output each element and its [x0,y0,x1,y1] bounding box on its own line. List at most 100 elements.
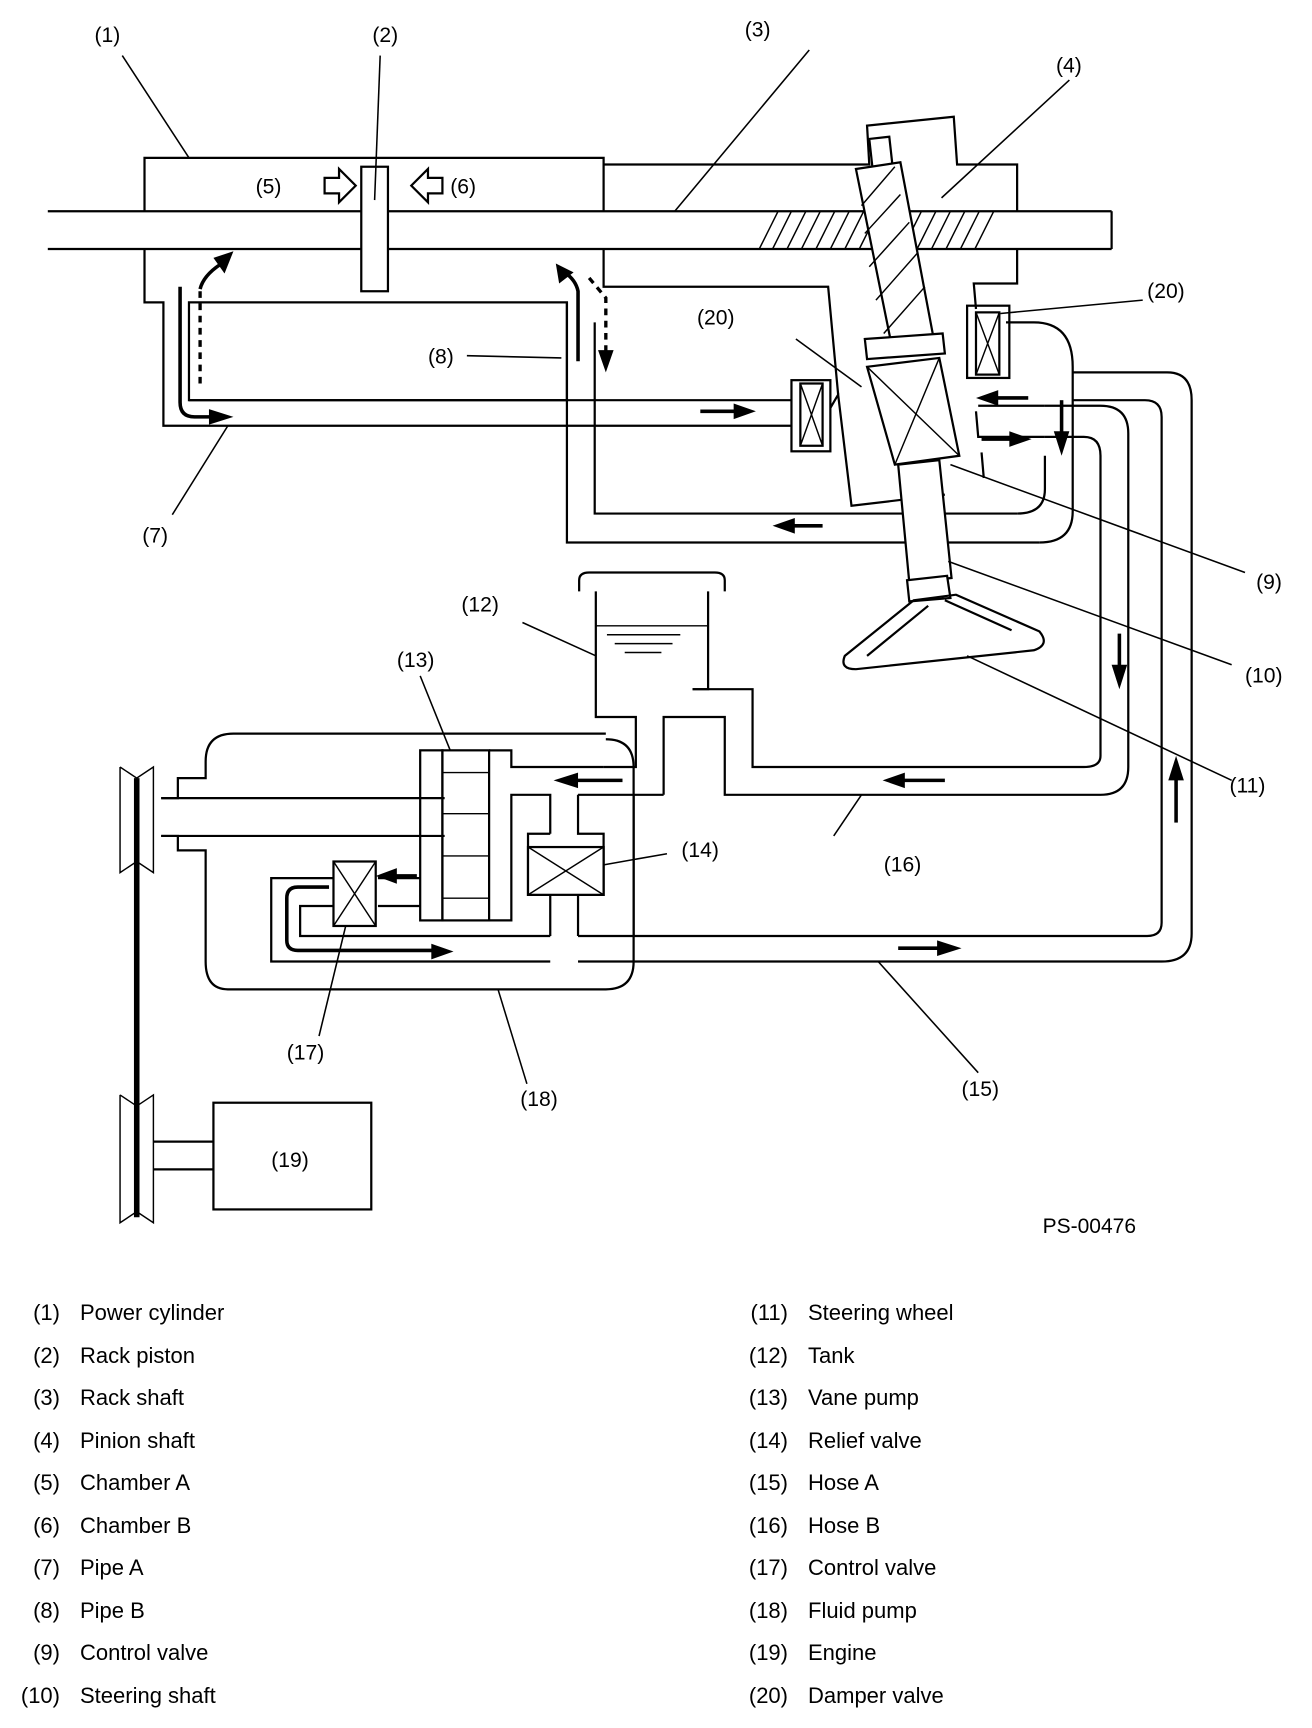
legend-item: (7)Pipe A [0,1555,560,1585]
leader-lines [121,49,1246,1085]
legend-number: (4) [33,1427,60,1453]
legend-number: (7) [33,1555,60,1580]
arrow-down-icon [1053,431,1070,456]
relief-valve [526,793,664,936]
legend-label: Rack shaft [80,1385,184,1410]
arrow-left-icon [882,772,905,789]
callout-19: (19) [271,1149,309,1172]
engine [153,1101,373,1211]
legend-item: (5) Chamber A [0,1470,560,1500]
callout-4: (4) [1056,54,1082,77]
legend-item: (19)Engine [728,1640,1288,1670]
callout-6: (6) [450,175,476,198]
legend-number: (8) [33,1597,60,1623]
callout-10: (10) [1245,665,1283,688]
legend-item: (8) Pipe B [0,1598,560,1628]
pipe-b [565,302,1074,544]
callout-2: (2) [372,24,398,47]
damper-valve-right [965,304,1011,380]
legend-item: (3) Rack shaft [0,1385,560,1415]
callout-15: (15) [962,1078,1000,1101]
damper-valve-left [790,379,832,453]
legend-item: (17)Control valve [728,1555,1288,1585]
legend-number: (20) [748,1682,788,1708]
legend-item: (15) Hose A [728,1470,1288,1500]
legend-number: (17) [748,1555,788,1580]
arrow-down-icon [1111,664,1128,690]
legend-label: Fluid pump [808,1597,917,1623]
arrow-up-left-icon [555,263,574,284]
callout-7: (7) [142,524,168,547]
callout-8: (8) [428,345,454,368]
legend-item: (1) Power cylinder [0,1300,560,1330]
legend-number: (18) [748,1597,788,1623]
legend-label: Tank [808,1342,855,1368]
control-valve-17 [270,860,551,963]
legend-number: (11) [750,1300,789,1325]
rack-housing [603,115,1019,310]
callout-16: (16) [884,854,922,877]
legend-label: Hose A [808,1470,879,1495]
arrow-left-icon [553,772,579,789]
pinion-shaft [854,135,947,361]
chamber-b-arrow-icon [409,166,444,205]
legend-label: Relief valve [808,1427,922,1453]
figure-id: PS-00476 [1042,1215,1136,1238]
legend-label: Steering shaft [80,1682,216,1708]
legend-item: (14) Relief valve [728,1428,1288,1458]
arrow-right-icon [937,940,962,956]
flow-arrows [178,251,1184,960]
hose-a [578,371,1193,963]
pinion-hatching [860,166,926,334]
legend-number: (3) [33,1385,60,1410]
legend-label: Control valve [80,1640,209,1665]
arrow-left-icon [772,518,795,534]
control-valve-9 [865,356,961,466]
legend-number: (2) [33,1342,60,1368]
arrow-up-icon [213,251,234,274]
steering-shaft [896,458,953,584]
callout-9: (9) [1256,571,1282,594]
legend-item: (12)Tank [728,1343,1288,1373]
callout-12: (12) [461,593,499,616]
legend-label: Damper valve [808,1682,944,1708]
legend-label: Pipe B [80,1597,145,1623]
drive-belt [119,765,155,1225]
steering-shaft-collar [905,574,952,603]
callout-13: (13) [397,649,435,672]
callout-14: (14) [681,839,719,862]
legend-number: (10) [20,1682,60,1708]
legend-item: (11) Steering wheel [728,1300,1288,1330]
legend-item: (18) Fluid pump [728,1598,1288,1628]
legend-number: (6) [33,1512,60,1538]
arrow-left-icon [375,868,397,884]
fluid-pump [161,732,635,991]
callout-3: (3) [745,19,771,42]
legend-label: Power cylinder [80,1300,225,1325]
legend-number: (14) [748,1427,788,1453]
callout-18: (18) [520,1088,558,1111]
arrow-right-icon [1009,431,1032,447]
pipe-a [188,399,792,427]
callout-17: (17) [287,1041,325,1064]
legend-item: (20) Damper valve [728,1683,1288,1713]
legend-label: Steering wheel [808,1300,954,1325]
legend-number: (9) [33,1640,60,1665]
legend-label: Pinion shaft [80,1427,195,1453]
legend-number: (15) [748,1470,788,1495]
arrow-right-icon [208,409,234,425]
callout-11: (11) [1229,775,1265,798]
legend-label: Rack piston [80,1342,195,1368]
callout-5: (5) [256,175,282,198]
power-steering-hydraulic-diagram: (1) (2) (3) (4) (5) (6) (8) (7) (20) (20… [47,19,1283,1225]
legend-item: (6)Chamber B [0,1513,560,1543]
arrow-right-icon [733,403,756,420]
legend-number: (16) [748,1512,788,1538]
legend-label: Vane pump [808,1385,919,1410]
legend-number: (1) [33,1300,60,1325]
legend-number: (13) [748,1385,788,1410]
power-cylinder [143,156,840,427]
legend-label: Chamber A [80,1470,191,1495]
legend-number: (5) [33,1470,60,1495]
callout-20-left: (20) [697,307,735,330]
